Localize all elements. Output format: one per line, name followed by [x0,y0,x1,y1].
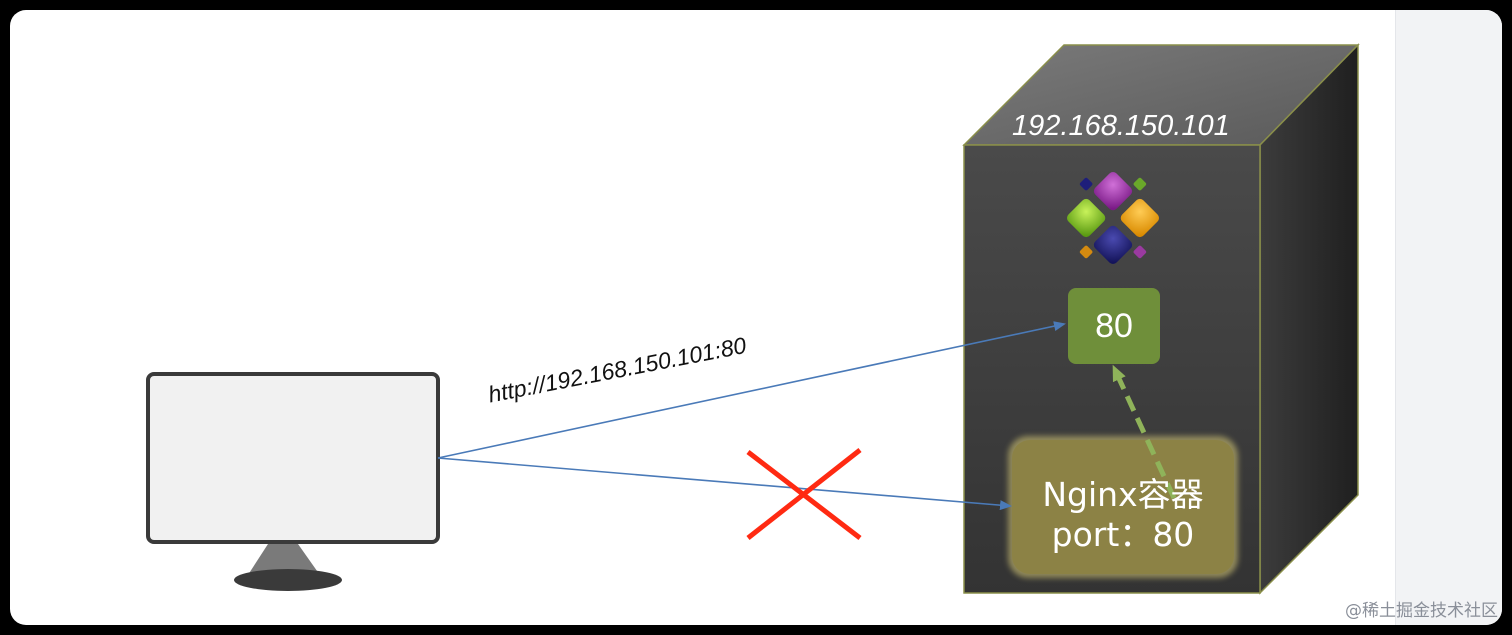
logo-gem-green [1066,198,1106,238]
logo-gem-navy [1093,225,1133,265]
nginx-container-box [1012,440,1234,574]
monitor-base [234,569,342,591]
request-arrow-to-host-port [437,321,1066,459]
logo-dot-3 [1133,177,1147,191]
server-ip-label: 192.168.150.101 [1012,110,1230,142]
watermark: @稀土掘金技术社区 [1345,601,1498,621]
host-port-box [1068,288,1160,364]
container-title: Nginx容器 [1042,475,1204,514]
request-arrow-to-container [437,457,1012,511]
monitor-icon [146,372,440,591]
host-port-label: 80 [1095,307,1133,345]
monitor-screen [146,372,440,544]
logo-dot-4 [1079,245,1093,259]
docker-logo-icon [1066,171,1160,265]
logo-dot-2 [1133,245,1147,259]
container-port-label: port：80 [1051,515,1195,554]
logo-gem-purple [1093,171,1133,211]
side-panel [1395,10,1502,625]
logo-gem-orange [1120,198,1160,238]
logo-dot-1 [1079,177,1093,191]
blocked-cross-icon [746,448,862,540]
